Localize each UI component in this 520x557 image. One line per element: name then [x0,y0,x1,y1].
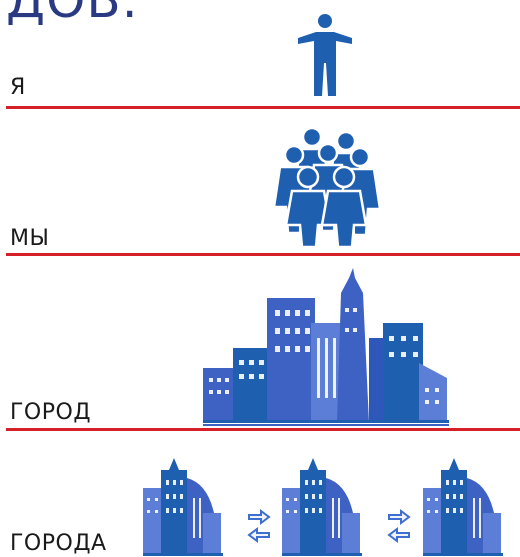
level-label-city: ГОРОД [10,400,92,425]
level-label-we: МЫ [10,226,50,251]
crowd-icon [272,126,382,249]
divider-line [6,106,520,109]
person-icon [298,14,352,96]
page-heading: ДОВ. [6,0,139,29]
divider-line [6,253,520,256]
divider-line [6,428,520,431]
level-label-cities: ГОРОДА [10,531,107,556]
cities-exchange-icon [143,458,503,556]
city-icon [203,268,449,426]
level-label-me: Я [10,75,26,100]
